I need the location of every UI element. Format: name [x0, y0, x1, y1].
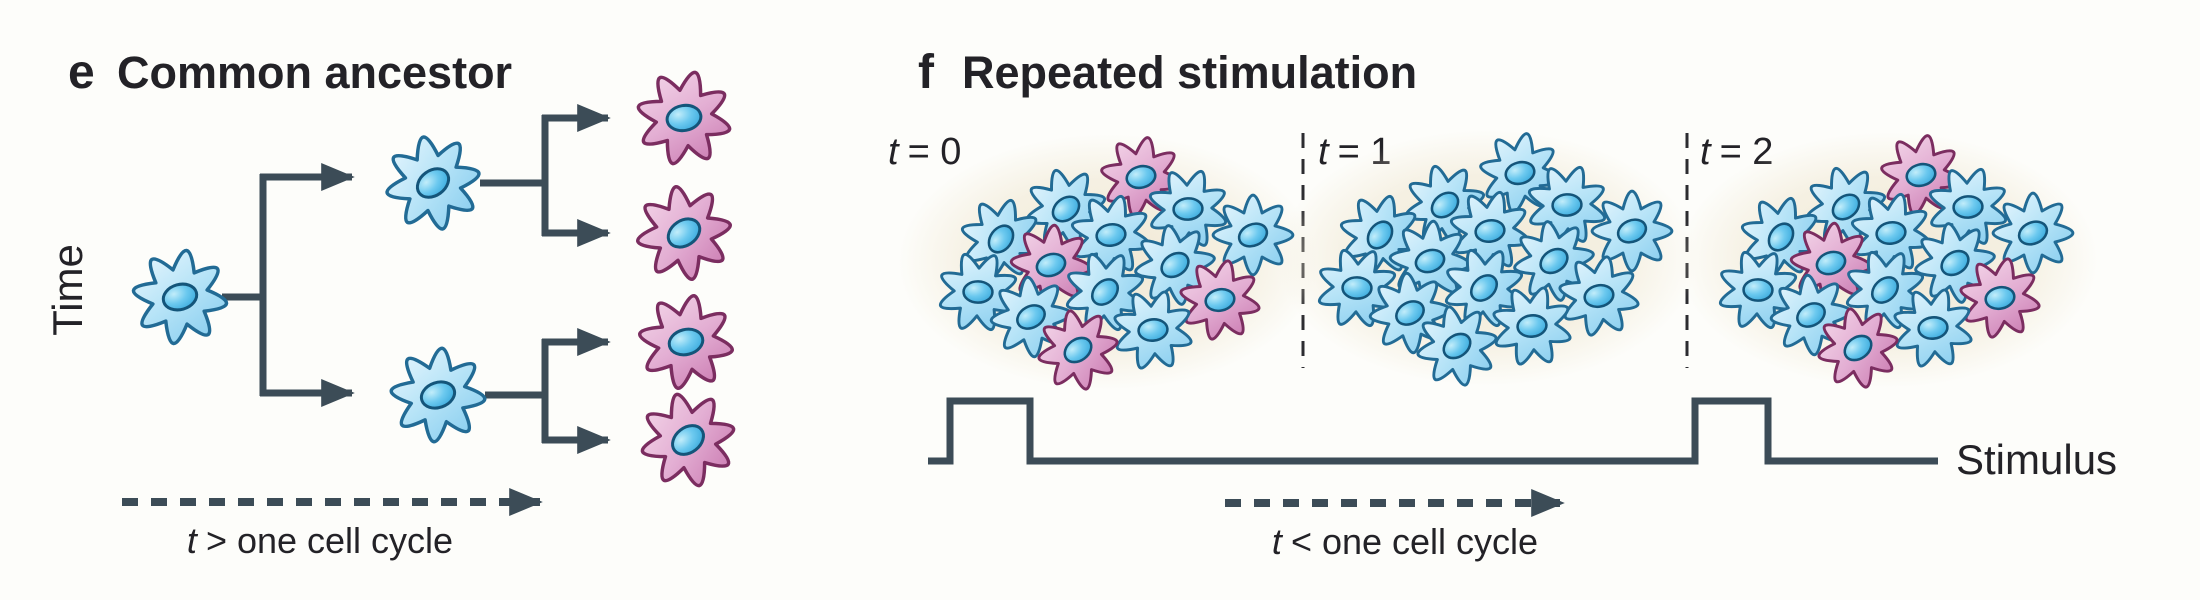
granddaughter-cell-1 — [625, 59, 743, 177]
cell-cycle-label-e: t> one cell cycle — [187, 520, 453, 561]
granddaughter-cell-2 — [627, 176, 741, 290]
granddaughter-cell-3 — [629, 285, 743, 399]
time-axis-label: Time — [44, 244, 91, 336]
stimulus-waveform — [928, 397, 1938, 465]
panel-e-letter: e — [68, 46, 95, 99]
granddaughter-cell-4 — [629, 381, 747, 499]
ancestor-cell — [125, 242, 235, 352]
daughter-cell-1 — [375, 125, 491, 241]
cell-cycle-label-f: t< one cell cycle — [1272, 521, 1538, 562]
daughter-cell-2 — [385, 342, 491, 448]
panel-f-letter: f — [918, 46, 935, 99]
stimulus-label: Stimulus — [1956, 436, 2117, 483]
timepoint-label-t0: t= 0 — [888, 131, 961, 173]
